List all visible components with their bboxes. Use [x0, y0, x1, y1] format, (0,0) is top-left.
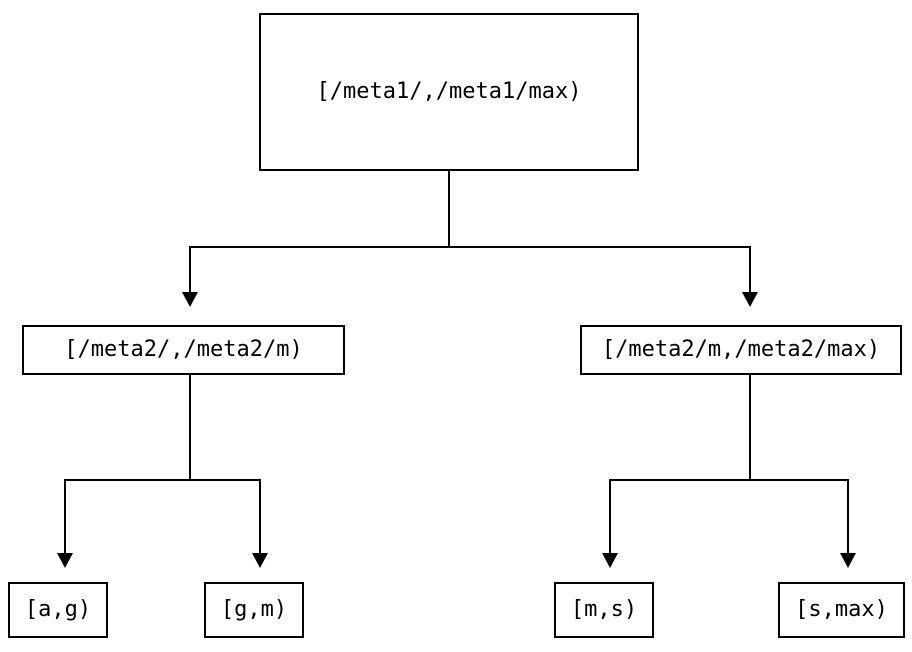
tree-node-root: [/meta1/,/meta1/max)	[259, 13, 639, 171]
arrowhead-leaf-gm	[252, 553, 268, 568]
tree-node-leaf-smax: [s,max)	[778, 582, 905, 638]
arrowhead-left-child	[182, 292, 198, 307]
tree-node-right-child: [/meta2/m,/meta2/max)	[580, 325, 902, 375]
arrowhead-leaf-ms	[602, 553, 618, 568]
edge-root-children-branch	[189, 246, 751, 292]
tree-node-leaf-ms: [m,s)	[554, 582, 654, 638]
edge-left-leaves-branch	[64, 479, 261, 553]
arrowhead-right-child	[742, 292, 758, 307]
arrowhead-leaf-smax	[840, 553, 856, 568]
tree-node-leaf-ag: [a,g)	[8, 582, 108, 638]
edge-right-leaves-branch	[609, 479, 849, 553]
tree-node-left-child: [/meta2/,/meta2/m)	[22, 325, 345, 375]
arrowhead-leaf-ag	[57, 553, 73, 568]
tree-node-leaf-gm: [g,m)	[204, 582, 304, 638]
